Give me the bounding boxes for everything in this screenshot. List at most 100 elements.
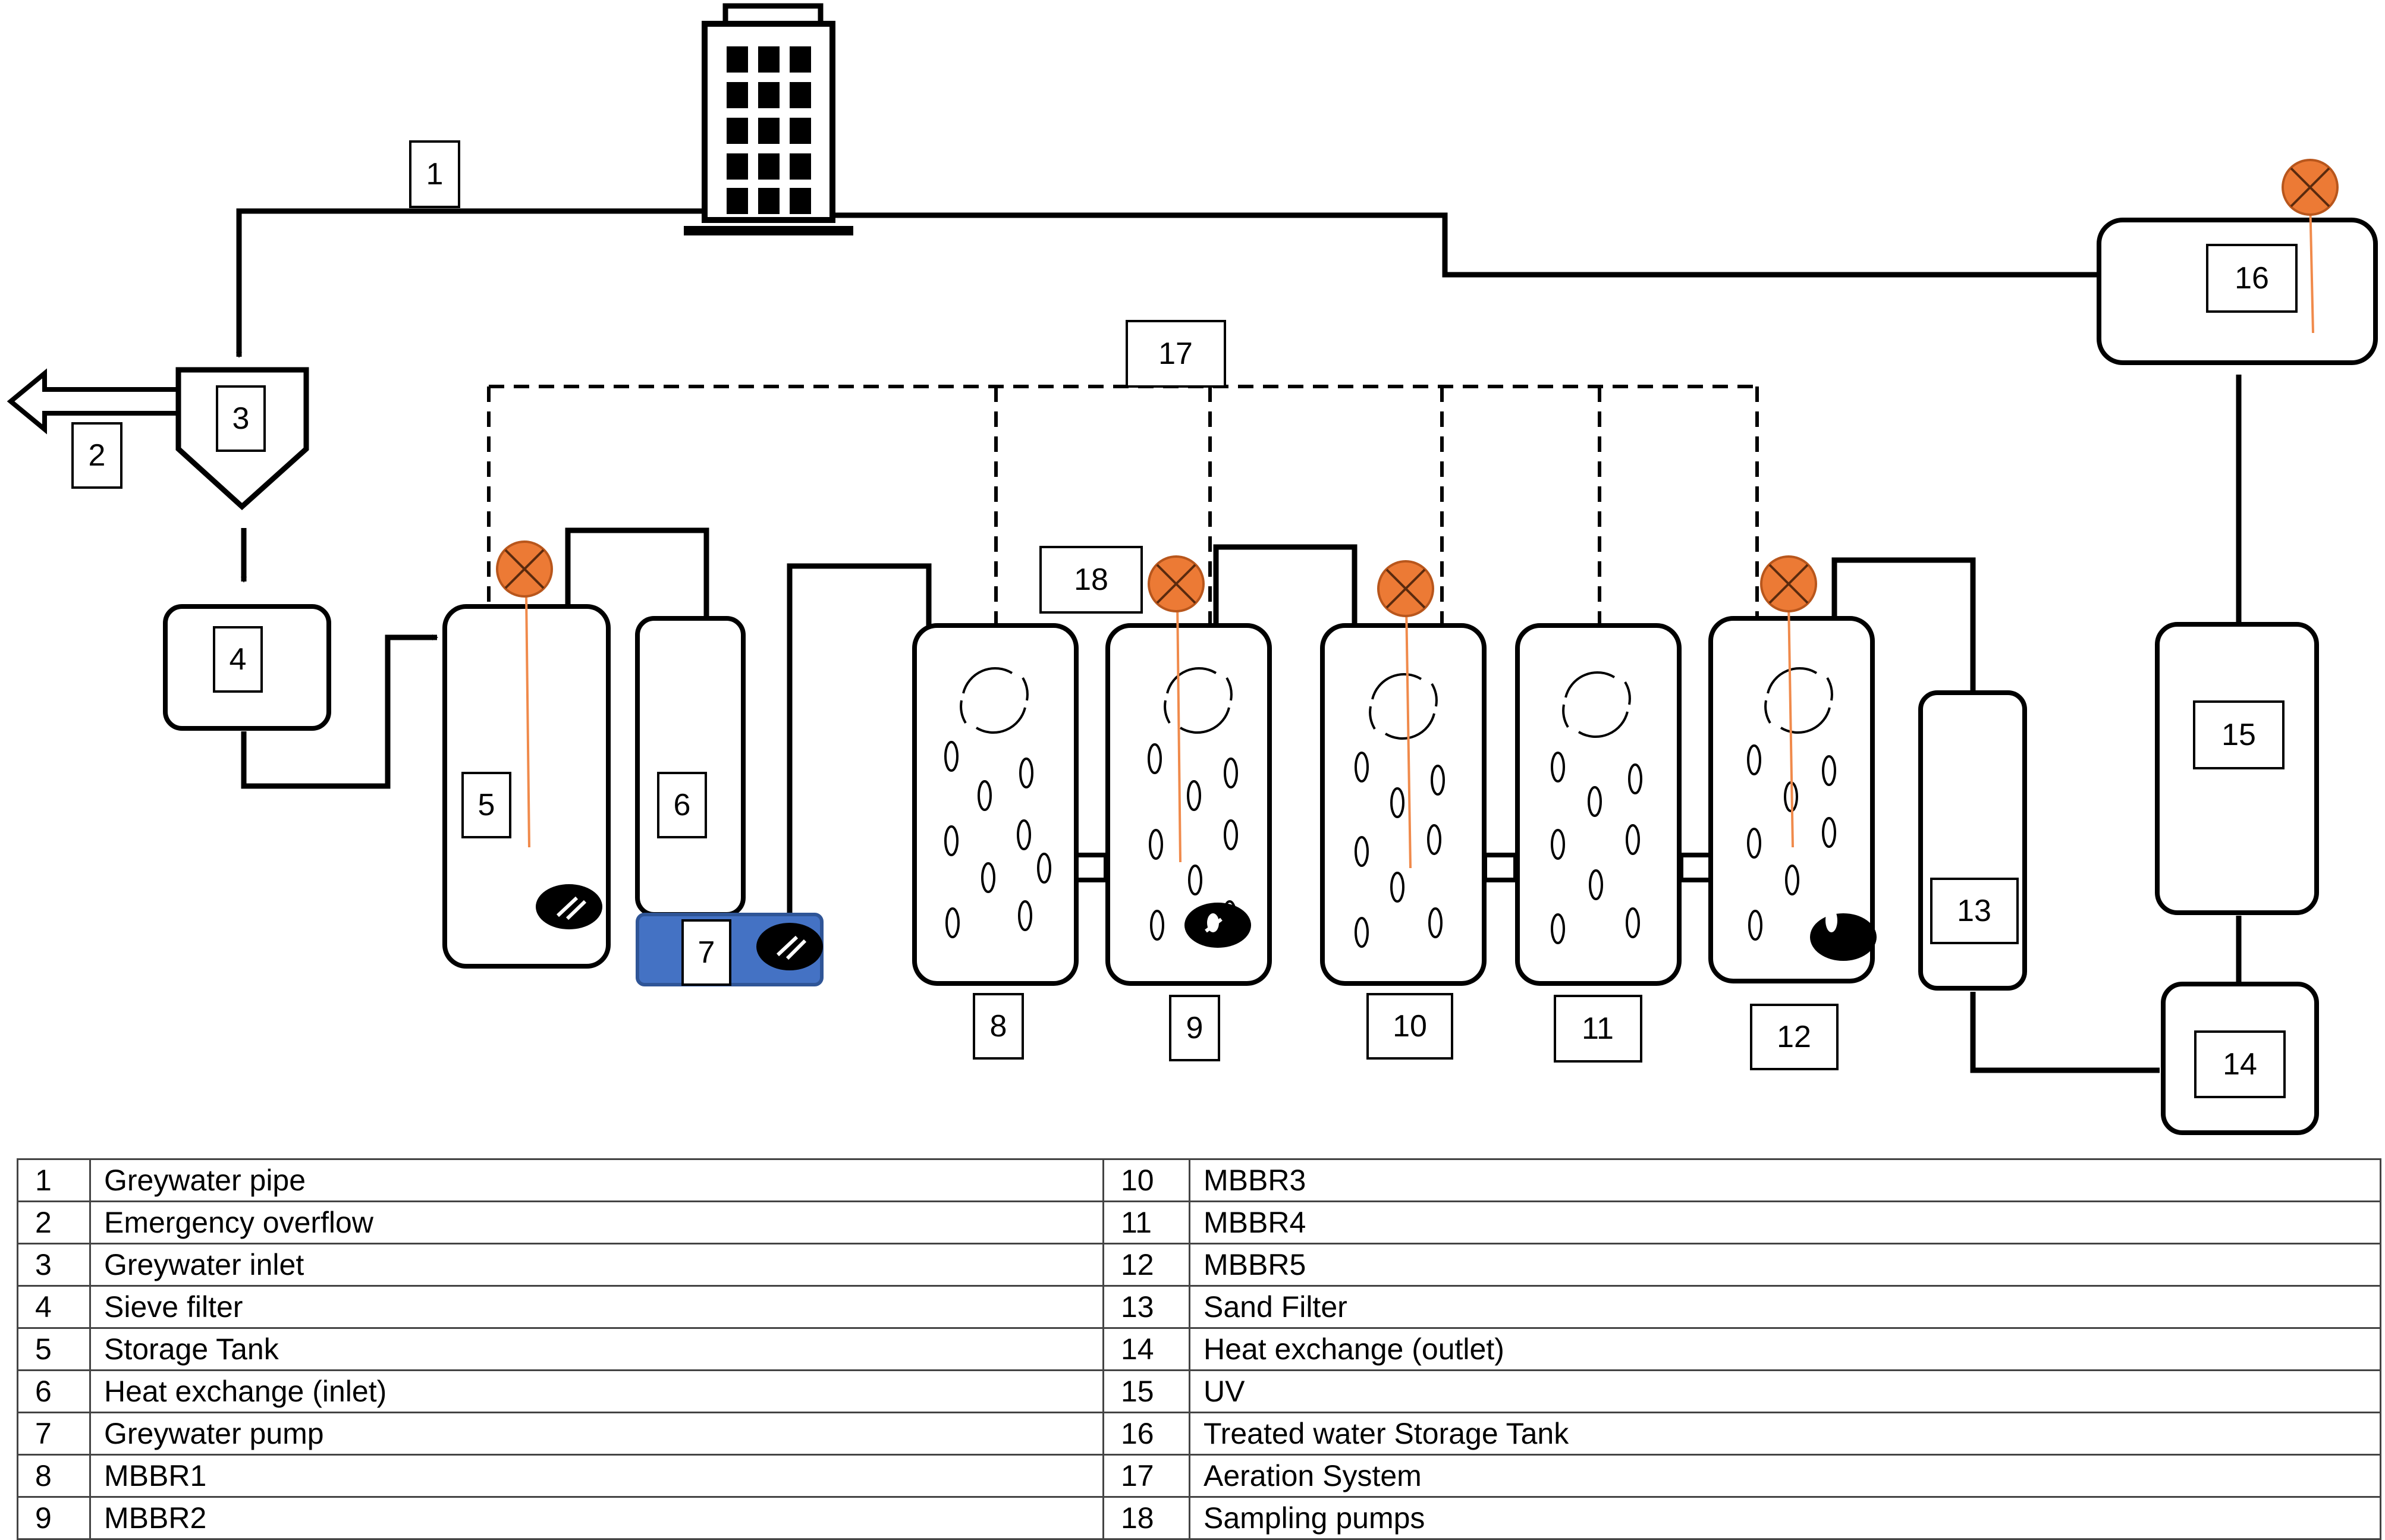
svg-text:10: 10	[1393, 1009, 1427, 1044]
legend-table: 1 Greywater pipe 10 MBBR3 2 Emergency ov…	[17, 1158, 2381, 1540]
storage-pump-icon	[536, 884, 602, 929]
legend-text: MBBR1	[89, 1454, 1104, 1498]
carrier-media	[944, 741, 1836, 948]
legend-row: 2 Emergency overflow 11 MBBR4	[17, 1200, 2381, 1244]
label-11: 11	[1554, 995, 1642, 1063]
legend-text: Sieve filter	[89, 1285, 1104, 1329]
building-icon	[684, 3, 853, 235]
legend-num: 18	[1102, 1496, 1190, 1540]
valve-icon	[1760, 555, 1817, 612]
mbbr4-shape	[1515, 623, 1682, 986]
legend-num: 17	[1102, 1454, 1190, 1498]
legend-num: 2	[17, 1200, 91, 1244]
label-6: 6	[657, 772, 707, 838]
svg-text:7: 7	[698, 935, 715, 970]
label-2: 2	[71, 422, 122, 489]
mbbr2-pump-icon	[1184, 903, 1251, 948]
rotation-symbols	[960, 667, 1833, 740]
svg-text:12: 12	[1777, 1020, 1811, 1054]
label-18: 18	[1039, 546, 1143, 614]
legend-num: 7	[17, 1412, 91, 1456]
label-10: 10	[1366, 993, 1453, 1060]
label-9: 9	[1169, 995, 1220, 1061]
legend-text: UV	[1189, 1369, 2381, 1413]
svg-text:11: 11	[1582, 1011, 1614, 1046]
legend-text: Heat exchange (inlet)	[89, 1369, 1104, 1413]
valve-icon	[1377, 560, 1434, 617]
legend-row: 8 MBBR1 17 Aeration System	[17, 1454, 2381, 1498]
legend-text: Greywater inlet	[89, 1243, 1104, 1287]
label-3: 3	[216, 385, 266, 452]
legend-row: 7 Greywater pump 16 Treated water Storag…	[17, 1412, 2381, 1456]
legend-text: Emergency overflow	[89, 1200, 1104, 1244]
svg-text:2: 2	[89, 438, 106, 473]
svg-text:3: 3	[232, 401, 250, 436]
sampling-probes	[525, 199, 2314, 869]
legend-num: 12	[1102, 1243, 1190, 1287]
label-4: 4	[213, 626, 263, 693]
legend-num: 1	[17, 1158, 91, 1202]
svg-text:9: 9	[1186, 1011, 1204, 1045]
legend-num: 11	[1102, 1200, 1190, 1244]
label-5: 5	[461, 772, 511, 838]
svg-text:1: 1	[426, 157, 444, 191]
legend-num: 13	[1102, 1285, 1190, 1329]
svg-text:15: 15	[2221, 718, 2256, 752]
legend-num: 16	[1102, 1412, 1190, 1456]
legend-row: 6 Heat exchange (inlet) 15 UV	[17, 1369, 2381, 1413]
svg-text:13: 13	[1957, 894, 1991, 928]
label-14: 14	[2194, 1030, 2286, 1098]
pump-heads	[536, 884, 1877, 970]
legend-num: 10	[1102, 1158, 1190, 1202]
legend-num: 4	[17, 1285, 91, 1329]
mbbr1-shape	[912, 623, 1079, 986]
legend-num: 5	[17, 1327, 91, 1371]
greywater-pump-icon	[756, 923, 823, 970]
svg-text:8: 8	[990, 1009, 1007, 1044]
legend-row: 4 Sieve filter 13 Sand Filter	[17, 1285, 2381, 1329]
legend-text: Aeration System	[1189, 1454, 2381, 1498]
legend-text: Heat exchange (outlet)	[1189, 1327, 2381, 1371]
legend-row: 1 Greywater pipe 10 MBBR3	[17, 1158, 2381, 1202]
legend-row: 3 Greywater inlet 12 MBBR5	[17, 1243, 2381, 1287]
label-17: 17	[1126, 320, 1226, 388]
label-7: 7	[681, 919, 731, 986]
legend-text: MBBR4	[1189, 1200, 2381, 1244]
valve-icons	[496, 159, 2339, 617]
legend-text: Storage Tank	[89, 1327, 1104, 1371]
legend-text: MBBR5	[1189, 1243, 2381, 1287]
legend-text: Greywater pipe	[89, 1158, 1104, 1202]
svg-text:5: 5	[478, 788, 495, 822]
svg-text:17: 17	[1158, 337, 1193, 371]
label-13: 13	[1930, 878, 2019, 944]
legend-num: 9	[17, 1496, 91, 1540]
legend-num: 3	[17, 1243, 91, 1287]
aeration-system	[487, 385, 1759, 630]
label-16: 16	[2206, 244, 2298, 313]
svg-text:6: 6	[674, 788, 691, 822]
legend-text: MBBR3	[1189, 1158, 2381, 1202]
label-8: 8	[973, 993, 1024, 1060]
legend-row: 5 Storage Tank 14 Heat exchange (outlet)	[17, 1327, 2381, 1371]
legend-text: Sand Filter	[1189, 1285, 2381, 1329]
label-1: 1	[409, 140, 460, 208]
legend-num: 6	[17, 1369, 91, 1413]
legend-text: Sampling pumps	[1189, 1496, 2381, 1540]
heat-exchange-inlet-shape	[635, 616, 746, 917]
legend-row: 9 MBBR2 18 Sampling pumps	[17, 1496, 2381, 1540]
label-15: 15	[2193, 700, 2285, 769]
svg-text:18: 18	[1074, 562, 1108, 597]
svg-text:4: 4	[230, 642, 247, 677]
mbbr5-pump-icon	[1810, 909, 1877, 961]
svg-text:14: 14	[2223, 1047, 2257, 1082]
legend-num: 14	[1102, 1327, 1190, 1371]
legend-text: MBBR2	[89, 1496, 1104, 1540]
valve-icon	[1148, 555, 1205, 612]
legend-num: 8	[17, 1454, 91, 1498]
valve-icon	[2282, 159, 2339, 216]
legend-num: 15	[1102, 1369, 1190, 1413]
legend-text: Treated water Storage Tank	[1189, 1412, 2381, 1456]
legend-text: Greywater pump	[89, 1412, 1104, 1456]
svg-text:16: 16	[2235, 261, 2269, 296]
